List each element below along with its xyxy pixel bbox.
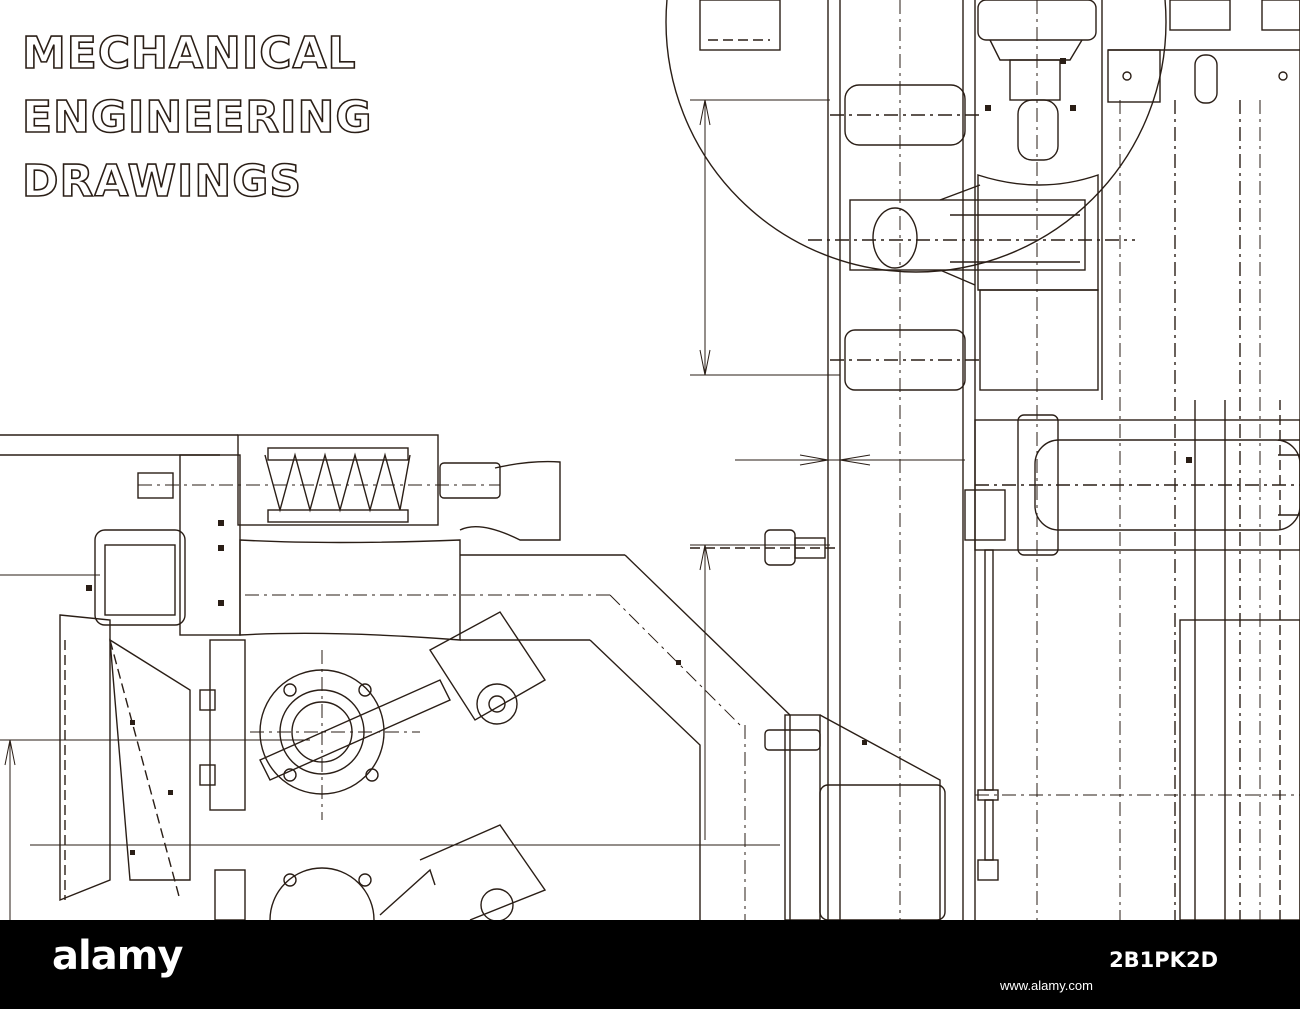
brand-logo: alamy <box>52 933 183 979</box>
title-block: MECHANICAL ENGINEERING DRAWINGS <box>21 22 373 214</box>
watermark-footer: alamy 2B1PK2D www.alamy.com <box>0 920 1300 1009</box>
vertical-frame <box>827 0 1300 920</box>
column-blocks <box>690 289 1300 920</box>
title-line-2: ENGINEERING <box>21 91 373 144</box>
valve-lower <box>269 824 547 920</box>
footer-url: www.alamy.com <box>1000 978 1093 993</box>
title-line-3: DRAWINGS <box>21 155 303 208</box>
dimension-lines <box>0 99 1300 920</box>
detail-view-circle <box>665 0 1300 291</box>
valve-upper <box>250 611 546 820</box>
left-housing <box>0 434 246 920</box>
title-line-1: MECHANICAL <box>21 27 357 80</box>
mechanical-drawing <box>0 0 1300 920</box>
stock-id: 2B1PK2D <box>1109 948 1218 972</box>
duct-pipe <box>239 539 941 920</box>
bolts <box>86 58 1192 855</box>
spring-assembly <box>137 434 561 541</box>
